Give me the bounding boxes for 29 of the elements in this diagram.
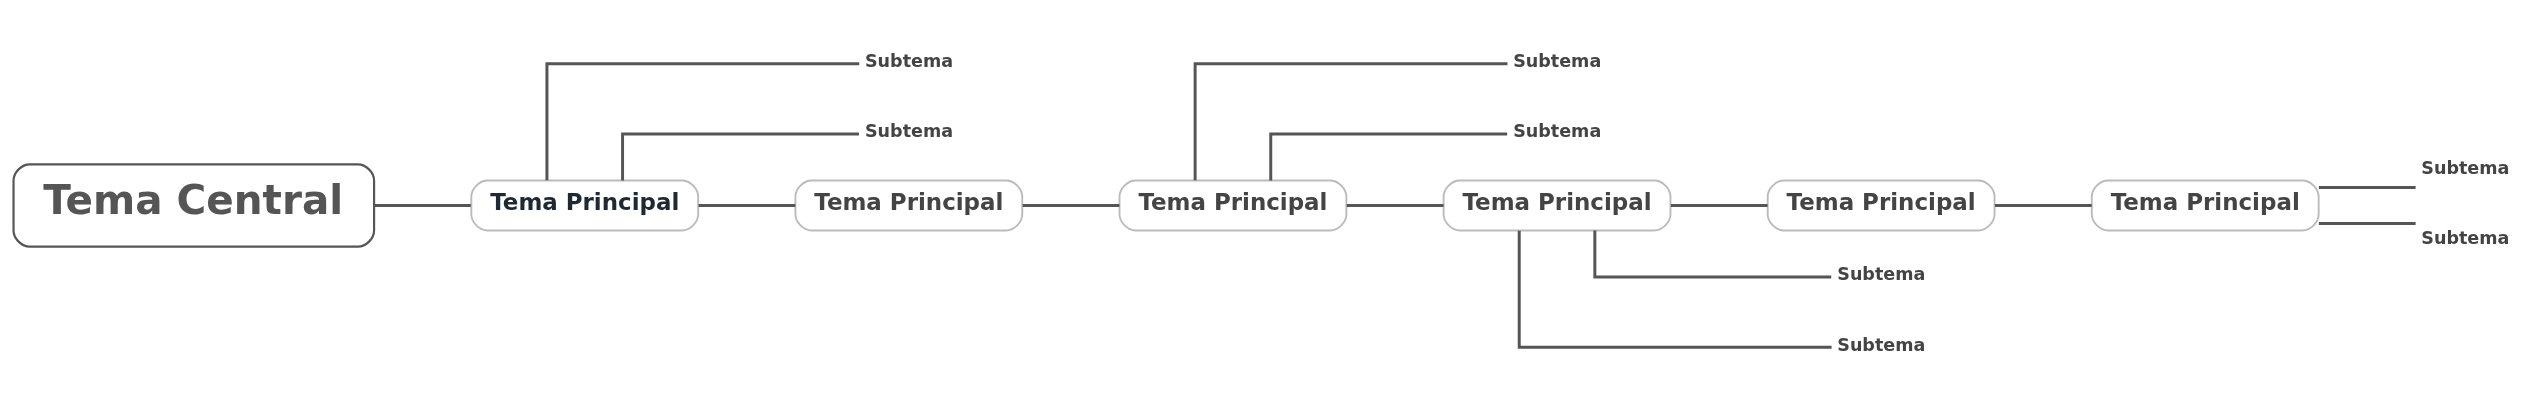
node-box: Tema Central [12,163,376,248]
node-box: Tema Principal [470,179,700,232]
connector [2318,186,2416,190]
node-text: Subtema [2421,227,2510,248]
connector [1994,204,2092,207]
connector [1670,204,1768,207]
node-text: Subtema [864,121,954,142]
connector [1022,204,1120,207]
connector [1593,230,1832,279]
connector [621,132,859,181]
connector [545,62,860,181]
node-box: Tema Principal [794,179,1024,232]
node-text: Subtema [1513,50,1602,71]
connector [2318,221,2416,225]
connector [1193,62,1508,181]
node-box: Tema Principal [1766,179,1996,232]
connector [1517,230,1832,349]
node-text: Subtema [1837,334,1926,355]
node-text: Subtema [1513,121,1602,142]
connector [1269,132,1508,181]
connector [698,204,796,207]
node-box: Tema Principal [1118,179,1348,232]
connector [1346,204,1444,207]
node-box: Tema Principal [1442,179,1672,232]
node-text: Subtema [2421,157,2510,178]
node-text: Subtema [864,50,954,71]
node-text: Subtema [1837,264,1926,285]
connector [374,204,471,207]
node-box: Tema Principal [2090,179,2320,232]
